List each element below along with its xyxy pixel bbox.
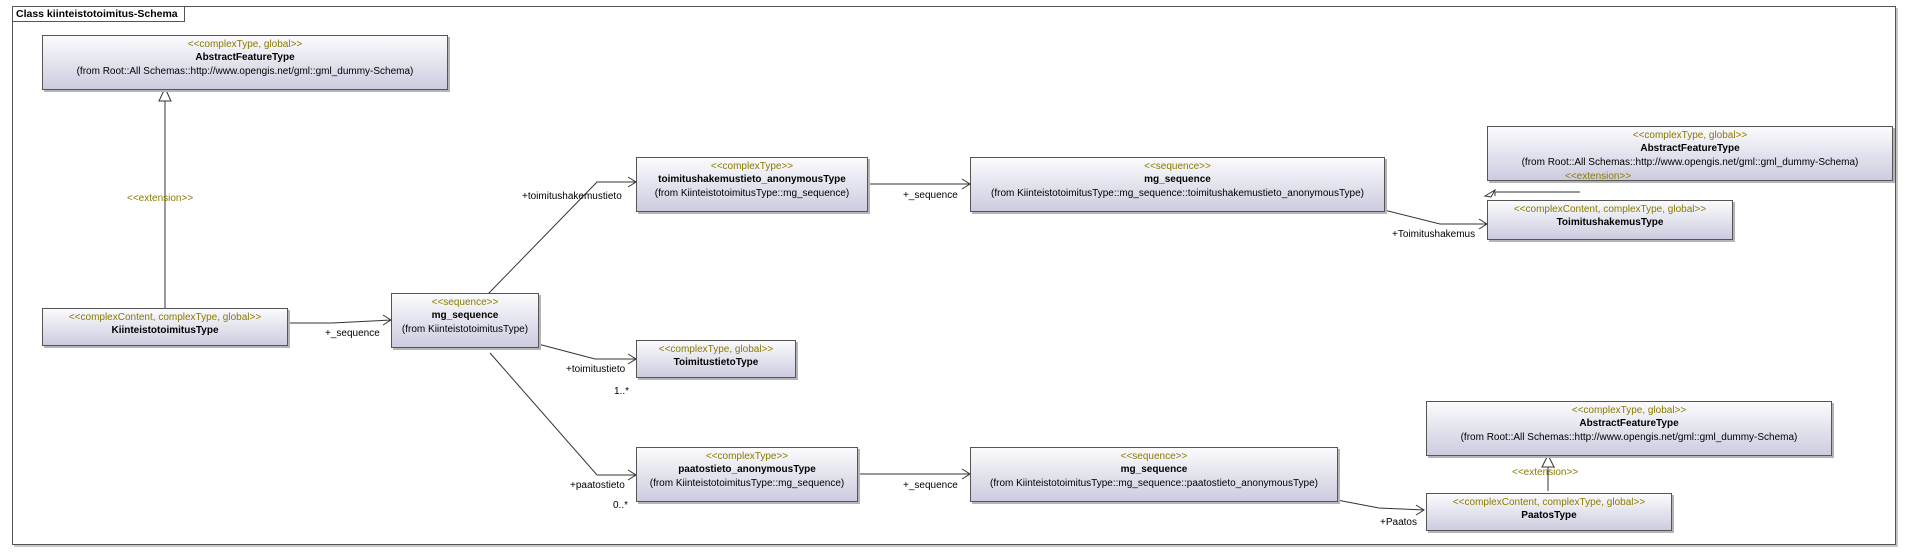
stereotype: <<sequence>> [1120, 451, 1188, 462]
stereotype: <<complexContent, complexType, global>> [1513, 204, 1707, 215]
role-label-toimitushakemustieto: +toimitushakemustieto [522, 191, 622, 202]
class-name: toimitushakemustieto_anonymousType [658, 174, 846, 185]
class-name: KiinteistotoimitusType [111, 325, 219, 336]
extension-label: <<extension>> [1565, 171, 1632, 182]
class-name: mg_sequence [431, 310, 499, 321]
role-label-toimitushakemus: +Toimitushakemus [1392, 229, 1476, 240]
class-kiinteistotoimitustype[interactable]: <<complexContent, complexType, global>> … [42, 308, 288, 346]
class-name: AbstractFeatureType [1579, 418, 1679, 429]
assoc-line-kiint-mgseq [288, 319, 392, 324]
class-origin: (from KiinteistotoimitusType::mg_sequenc… [991, 188, 1364, 199]
class-name: ToimitustietoType [673, 357, 759, 368]
class-paatostype[interactable]: <<complexContent, complexType, global>> … [1426, 493, 1672, 531]
stereotype: <<sequence>> [1144, 161, 1211, 172]
extension-label: <<extension>> [127, 193, 194, 204]
stereotype: <<complexType, global>> [187, 39, 303, 50]
stereotype: <<complexType, global>> [658, 344, 774, 355]
stereotype: <<complexContent, complexType, global>> [68, 312, 262, 323]
class-name: AbstractFeatureType [1640, 143, 1740, 154]
stereotype: <<complexType>> [705, 451, 789, 462]
stereotype: <<complexType, global>> [1632, 130, 1748, 141]
extension-label: <<extension>> [1512, 467, 1579, 478]
stereotype: <<complexContent, complexType, global>> [1452, 497, 1646, 508]
multiplicity-label: 0..* [613, 500, 629, 511]
class-paatostieto-anonymoustype[interactable]: <<complexType>> paatostieto_anonymousTyp… [636, 447, 858, 502]
diagram-title: Class kiinteistotoimitus-Schema [13, 7, 185, 22]
class-name: paatostieto_anonymousType [678, 464, 816, 475]
class-abstractfeaturetype-top[interactable]: <<complexType, global>> AbstractFeatureT… [42, 35, 448, 90]
class-origin: (from KiinteistotoimitusType::mg_sequenc… [990, 478, 1318, 489]
class-origin: (from KiinteistotoimitusType::mg_sequenc… [649, 478, 845, 489]
class-name: AbstractFeatureType [195, 52, 295, 63]
role-label-sequence: +_sequence [325, 328, 380, 339]
stereotype: <<complexType, global>> [1571, 405, 1687, 416]
stereotype: <<sequence>> [431, 297, 499, 308]
class-origin: (from KiinteistotoimitusType::mg_sequenc… [654, 188, 850, 199]
class-mg-sequence-paatostieto[interactable]: <<sequence>> mg_sequence (from Kiinteist… [970, 447, 1338, 502]
arrowhead [1415, 504, 1425, 516]
class-abstractfeaturetype-bottom[interactable]: <<complexType, global>> AbstractFeatureT… [1426, 401, 1832, 456]
class-origin: (from KiinteistotoimitusType) [401, 324, 529, 335]
assoc-line-mgseq-toimtieto [537, 343, 636, 360]
multiplicity-label: 1..* [614, 386, 630, 397]
role-label-paatos: +Paatos [1380, 517, 1417, 528]
class-toimitushakemustype[interactable]: <<complexContent, complexType, global>> … [1487, 200, 1733, 240]
assoc-line-mgseq2-toimhaktype [1383, 209, 1487, 225]
generalization-arrowhead [1541, 453, 1555, 468]
class-mg-sequence-main[interactable]: <<sequence>> mg_sequence (from Kiinteist… [391, 293, 539, 348]
extension-line-toimhaktype [1494, 191, 1580, 196]
generalization-arrowhead [158, 86, 172, 102]
class-origin: (from Root::All Schemas::http://www.open… [1521, 157, 1859, 168]
class-origin: (from Root::All Schemas::http://www.open… [1460, 432, 1798, 443]
role-label-paatostieto: +paatostieto [570, 480, 625, 491]
generalization-arrowhead [1483, 188, 1497, 198]
role-label-toimitustieto: +toimitustieto [566, 364, 626, 375]
class-mg-sequence-toimitushakemus[interactable]: <<sequence>> mg_sequence (from Kiinteist… [970, 157, 1385, 212]
class-toimitustietotype[interactable]: <<complexType, global>> ToimitustietoTyp… [636, 340, 796, 378]
class-origin: (from Root::All Schemas::http://www.open… [76, 66, 414, 77]
class-name: mg_sequence [1120, 464, 1188, 475]
class-name: ToimitushakemusType [1556, 217, 1664, 228]
class-abstractfeaturetype-right[interactable]: <<complexType, global>> AbstractFeatureT… [1487, 126, 1893, 181]
assoc-line-mgseq-paatos [489, 352, 636, 476]
role-label-sequence: +_sequence [903, 480, 958, 491]
class-toimitushakemustieto-anonymoustype[interactable]: <<complexType>> toimitushakemustieto_ano… [636, 157, 868, 212]
assoc-line-mgseq-toimhak [487, 181, 636, 295]
class-name: mg_sequence [1144, 174, 1211, 185]
assoc-line-mgseq3-paatostype [1336, 499, 1425, 511]
class-name: PaatosType [1521, 510, 1577, 521]
stereotype: <<complexType>> [710, 161, 794, 172]
role-label-sequence: +_sequence [903, 190, 958, 201]
